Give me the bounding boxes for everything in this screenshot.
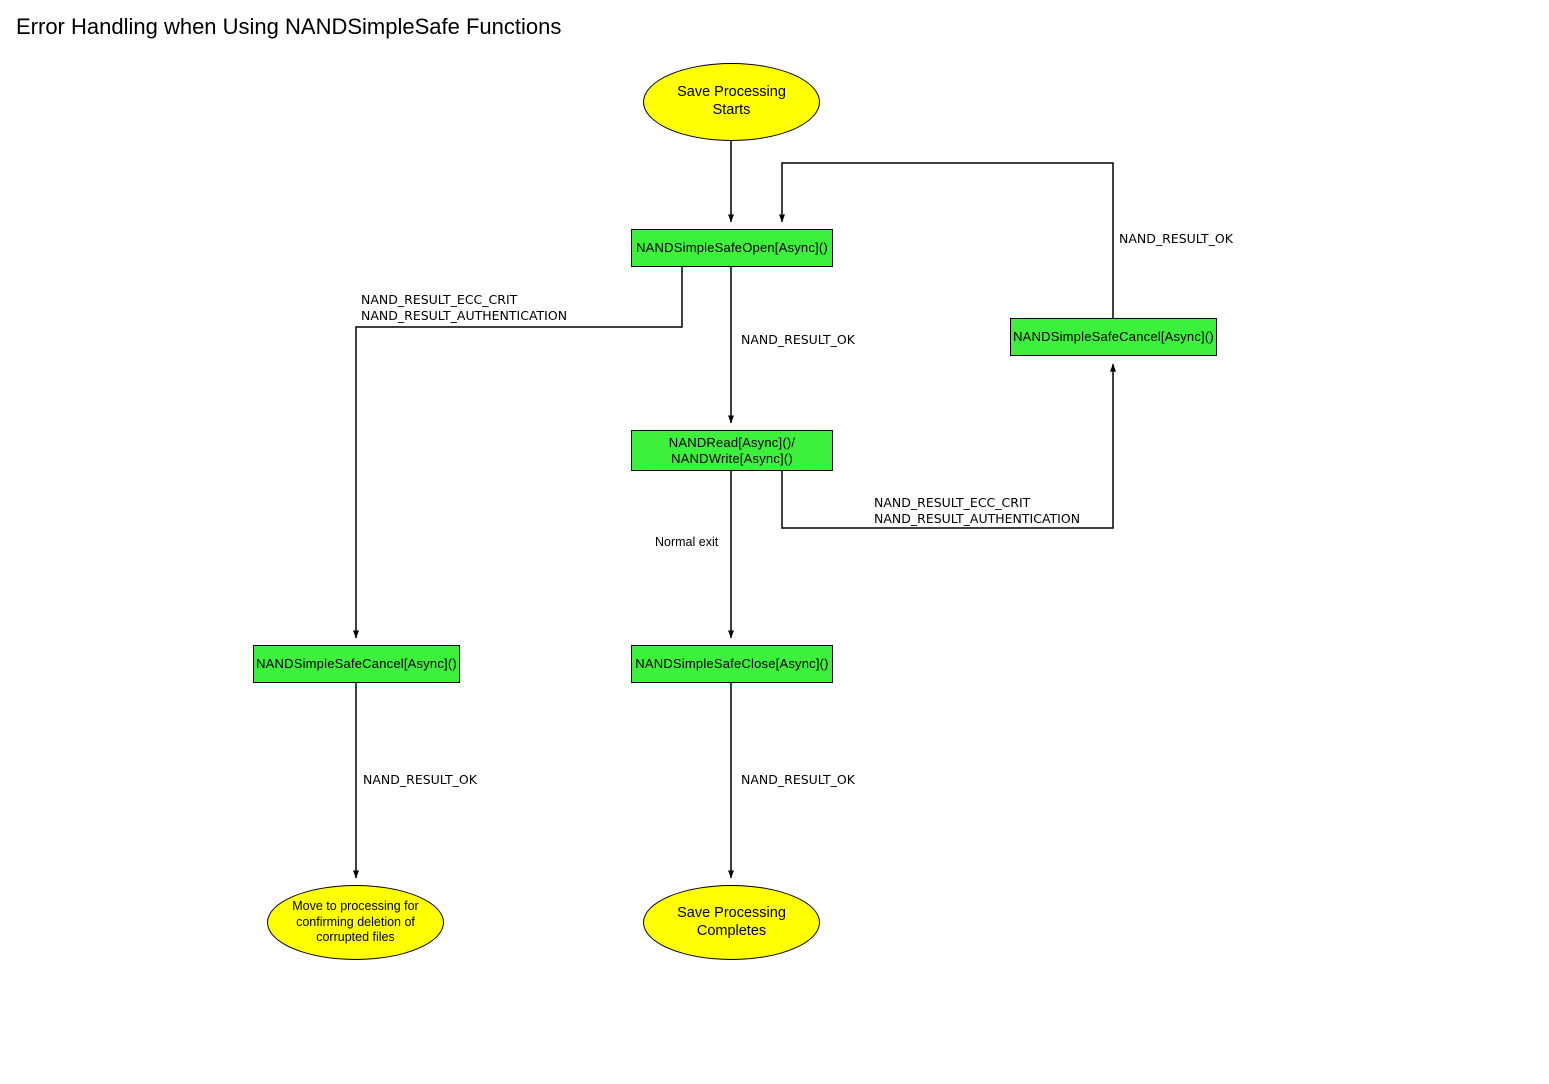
edge-label-readwrite-error: NAND_RESULT_ECC_CRIT NAND_RESULT_AUTHENT… (874, 495, 1081, 526)
node-save-processing-starts[interactable]: Save Processing Starts (643, 63, 820, 141)
edge-open-to-cancelleft (353, 267, 683, 639)
page-title: Error Handling when Using NANDSimpleSafe… (16, 14, 562, 39)
node-nandsimplesafecancel-right[interactable]: NANDSimpleSafeCancel[Async]() (1010, 318, 1217, 356)
edge-label-close-ok: NAND_RESULT_OK (741, 772, 855, 787)
edge-cancelright-to-open (779, 162, 1114, 318)
edge-label-readwrite-normal-exit: Normal exit (655, 535, 719, 549)
node-move-to-processing[interactable]: Move to processing for confirming deleti… (267, 885, 444, 960)
edge-label-open-ok: NAND_RESULT_OK (741, 332, 855, 347)
edge-readwrite-to-cancelright (781, 363, 1116, 529)
node-nandread-nandwrite[interactable]: NANDRead[Async]()/ NANDWrite[Async]() (631, 430, 833, 471)
edge-label-open-error: NAND_RESULT_ECC_CRIT NAND_RESULT_AUTHENT… (361, 292, 568, 323)
node-nandsimplesafeopen[interactable]: NANDSimpleSafeOpen[Async]() (631, 229, 833, 267)
node-nandsimplesafeclose[interactable]: NANDSimpleSafeClose[Async]() (631, 645, 833, 683)
edge-label-cancelleft-ok: NAND_RESULT_OK (363, 772, 477, 787)
node-nandsimplesafecancel-left[interactable]: NANDSimpleSafeCancel[Async]() (253, 645, 460, 683)
edge-label-cancelright-ok: NAND_RESULT_OK (1119, 231, 1233, 246)
node-save-processing-completes[interactable]: Save Processing Completes (643, 885, 820, 960)
